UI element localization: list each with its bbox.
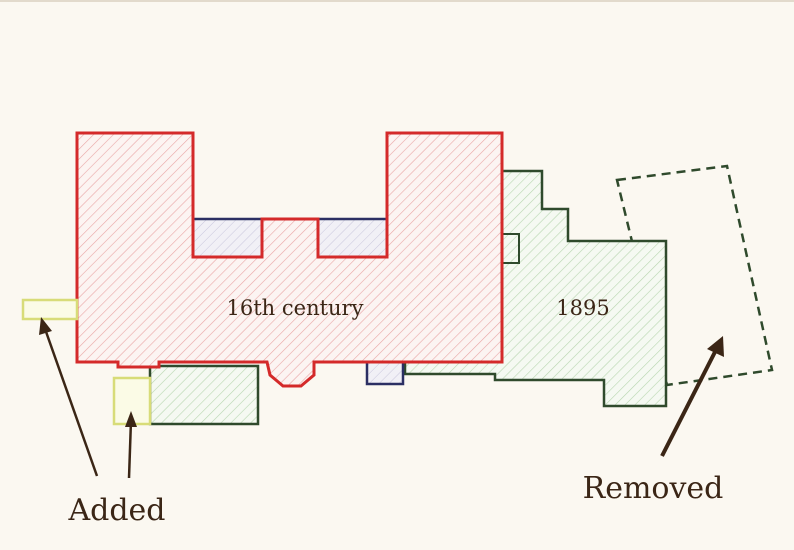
main-block-16th-century [75,131,504,388]
east-projection [501,233,520,264]
label-removed: Removed [583,471,724,506]
removed-arrow [660,336,724,457]
added-arrow-2 [125,411,137,479]
south-infill [365,360,405,386]
courtyard-infill-left [191,217,264,259]
southwest-annex-1895 [148,364,260,426]
added-extension-west [21,298,79,321]
added-arrow-1 [39,317,99,477]
east-wing-1895 [403,169,668,408]
label-1895: 1895 [556,296,609,320]
label-added: Added [67,493,165,528]
courtyard-infill-right [316,217,389,259]
label-16th-century: 16th century [227,296,364,320]
